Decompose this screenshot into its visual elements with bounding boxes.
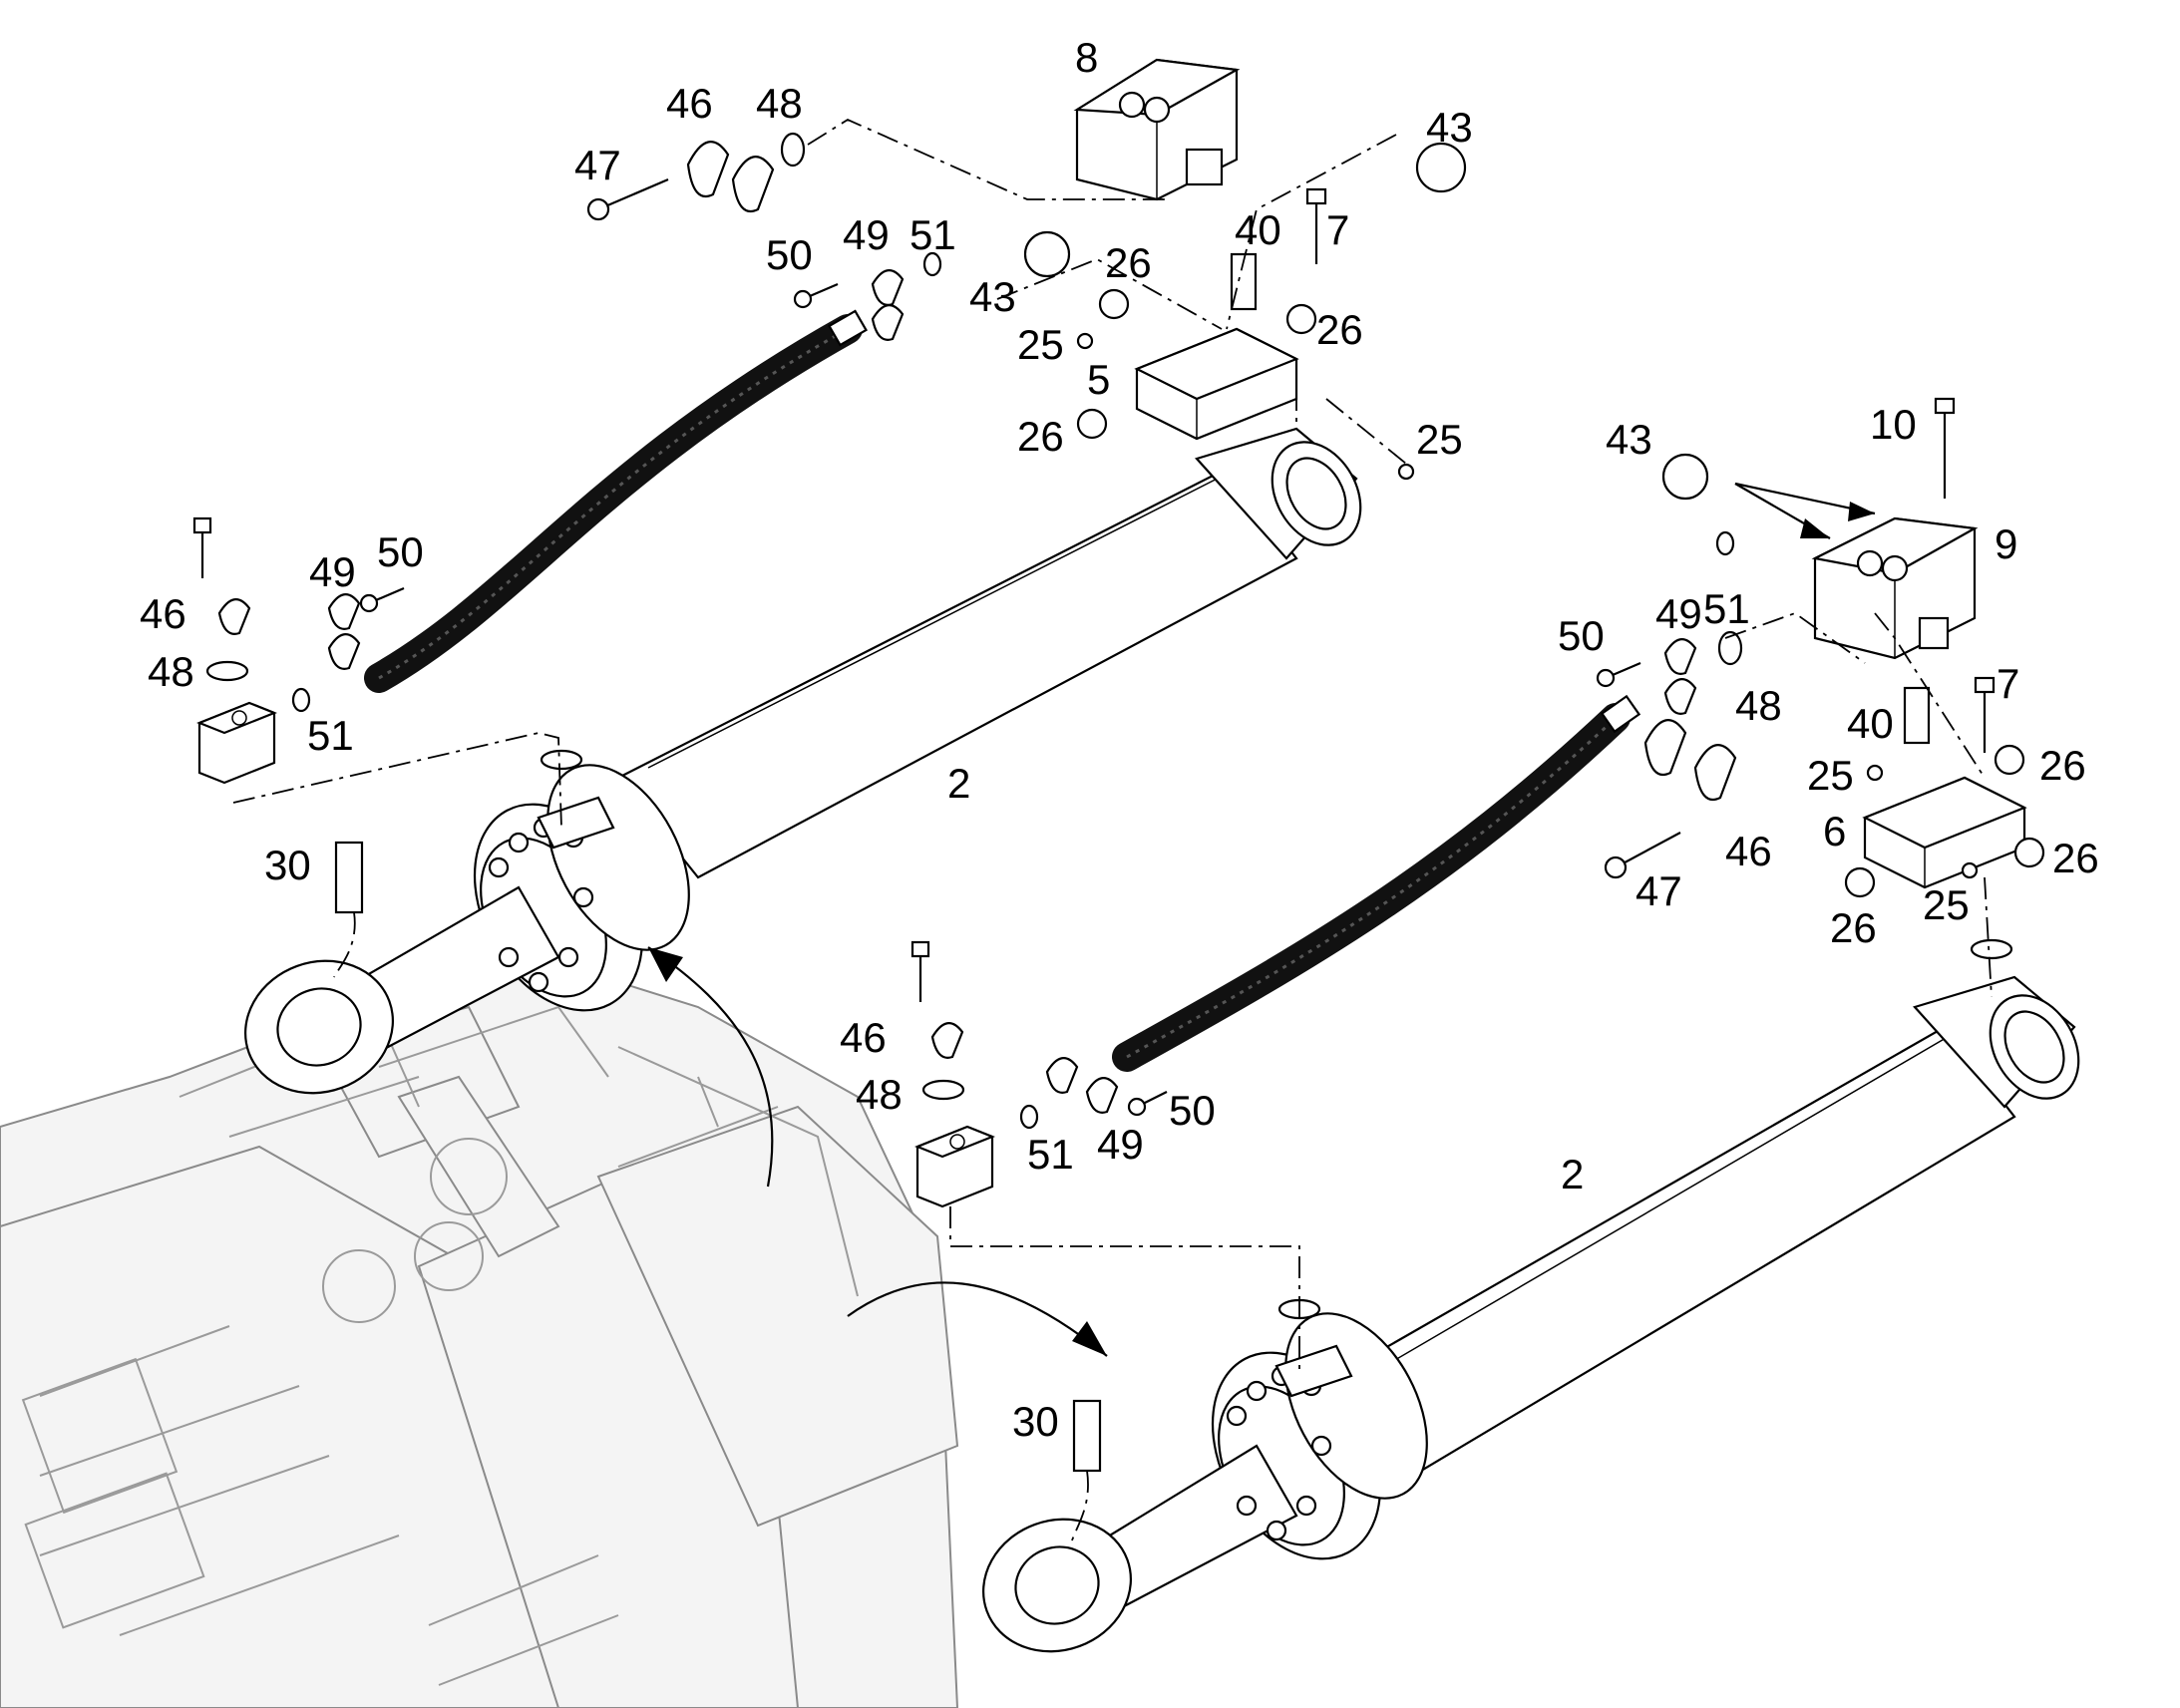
part-label-43: 43 bbox=[1426, 104, 1473, 151]
part-label-8: 8 bbox=[1075, 34, 1098, 81]
part-label-50: 50 bbox=[1558, 612, 1605, 659]
part-label-26: 26 bbox=[1830, 904, 1877, 951]
small-parts bbox=[192, 132, 2045, 1473]
part-label-7: 7 bbox=[1997, 660, 2019, 707]
part-label-25: 25 bbox=[1807, 752, 1854, 799]
part-label-26: 26 bbox=[1316, 306, 1363, 353]
part-label-48: 48 bbox=[856, 1071, 903, 1118]
part-label-46: 46 bbox=[1725, 828, 1772, 874]
manifold-block-5 bbox=[1134, 327, 1299, 441]
part-label-49: 49 bbox=[1097, 1121, 1144, 1168]
part-label-40: 40 bbox=[1847, 700, 1894, 747]
part-label-6: 6 bbox=[1823, 808, 1846, 854]
part-label-40: 40 bbox=[1235, 206, 1281, 253]
part-label-49: 49 bbox=[843, 211, 890, 258]
part-label-7: 7 bbox=[1326, 206, 1349, 253]
part-label-30: 30 bbox=[1012, 1398, 1059, 1445]
hydraulic-hose-upper bbox=[364, 309, 868, 693]
part-label-50: 50 bbox=[1169, 1087, 1216, 1134]
direction-arrows bbox=[647, 482, 1876, 1357]
part-label-43: 43 bbox=[1606, 416, 1652, 463]
part-label-30: 30 bbox=[264, 842, 311, 888]
assembly-center-lines bbox=[232, 118, 1993, 1541]
part-label-48: 48 bbox=[1735, 682, 1782, 729]
part-label-46: 46 bbox=[840, 1014, 887, 1061]
part-label-48: 48 bbox=[756, 80, 803, 127]
valve-block-9 bbox=[1811, 516, 1979, 660]
part-label-9: 9 bbox=[1995, 520, 2017, 567]
part-label-25: 25 bbox=[1923, 881, 1970, 928]
part-label-48: 48 bbox=[148, 648, 194, 695]
valve-block-8 bbox=[1073, 58, 1241, 201]
part-label-5: 5 bbox=[1087, 356, 1110, 403]
part-label-25: 25 bbox=[1017, 321, 1064, 368]
part-label-26: 26 bbox=[2039, 742, 2086, 789]
manifold-block-6 bbox=[1862, 776, 2027, 889]
part-label-47: 47 bbox=[574, 142, 621, 188]
port-block-upper-left bbox=[196, 701, 277, 785]
port-block-lower-middle bbox=[914, 1125, 995, 1208]
machine-chassis-background bbox=[0, 955, 959, 1708]
part-label-25: 25 bbox=[1416, 416, 1463, 463]
part-label-51: 51 bbox=[307, 712, 354, 759]
part-label-50: 50 bbox=[377, 528, 424, 575]
hydraulic-hose-lower bbox=[1112, 694, 1641, 1072]
part-label-10: 10 bbox=[1870, 401, 1917, 448]
part-label-46: 46 bbox=[140, 590, 186, 637]
hydraulic-cylinder-lower bbox=[981, 975, 2080, 1653]
part-label-51: 51 bbox=[1027, 1131, 1074, 1178]
part-label-26: 26 bbox=[2052, 835, 2099, 881]
part-label-49: 49 bbox=[309, 548, 356, 595]
part-label-26: 26 bbox=[1105, 239, 1152, 286]
part-label-2: 2 bbox=[1561, 1151, 1584, 1197]
part-label-26: 26 bbox=[1017, 413, 1064, 460]
part-label-46: 46 bbox=[666, 80, 713, 127]
part-label-47: 47 bbox=[1635, 867, 1682, 914]
part-label-50: 50 bbox=[766, 231, 813, 278]
part-label-51: 51 bbox=[909, 211, 956, 258]
part-label-43: 43 bbox=[969, 273, 1016, 320]
part-label-51: 51 bbox=[1703, 585, 1750, 632]
part-label-2: 2 bbox=[947, 760, 970, 807]
part-label-49: 49 bbox=[1655, 590, 1702, 637]
part-number-labels: 8 46 48 43 47 50 49 51 40 7 43 26 26 25 … bbox=[140, 34, 2099, 1445]
hydraulic-cylinder-upper bbox=[243, 427, 1362, 1095]
